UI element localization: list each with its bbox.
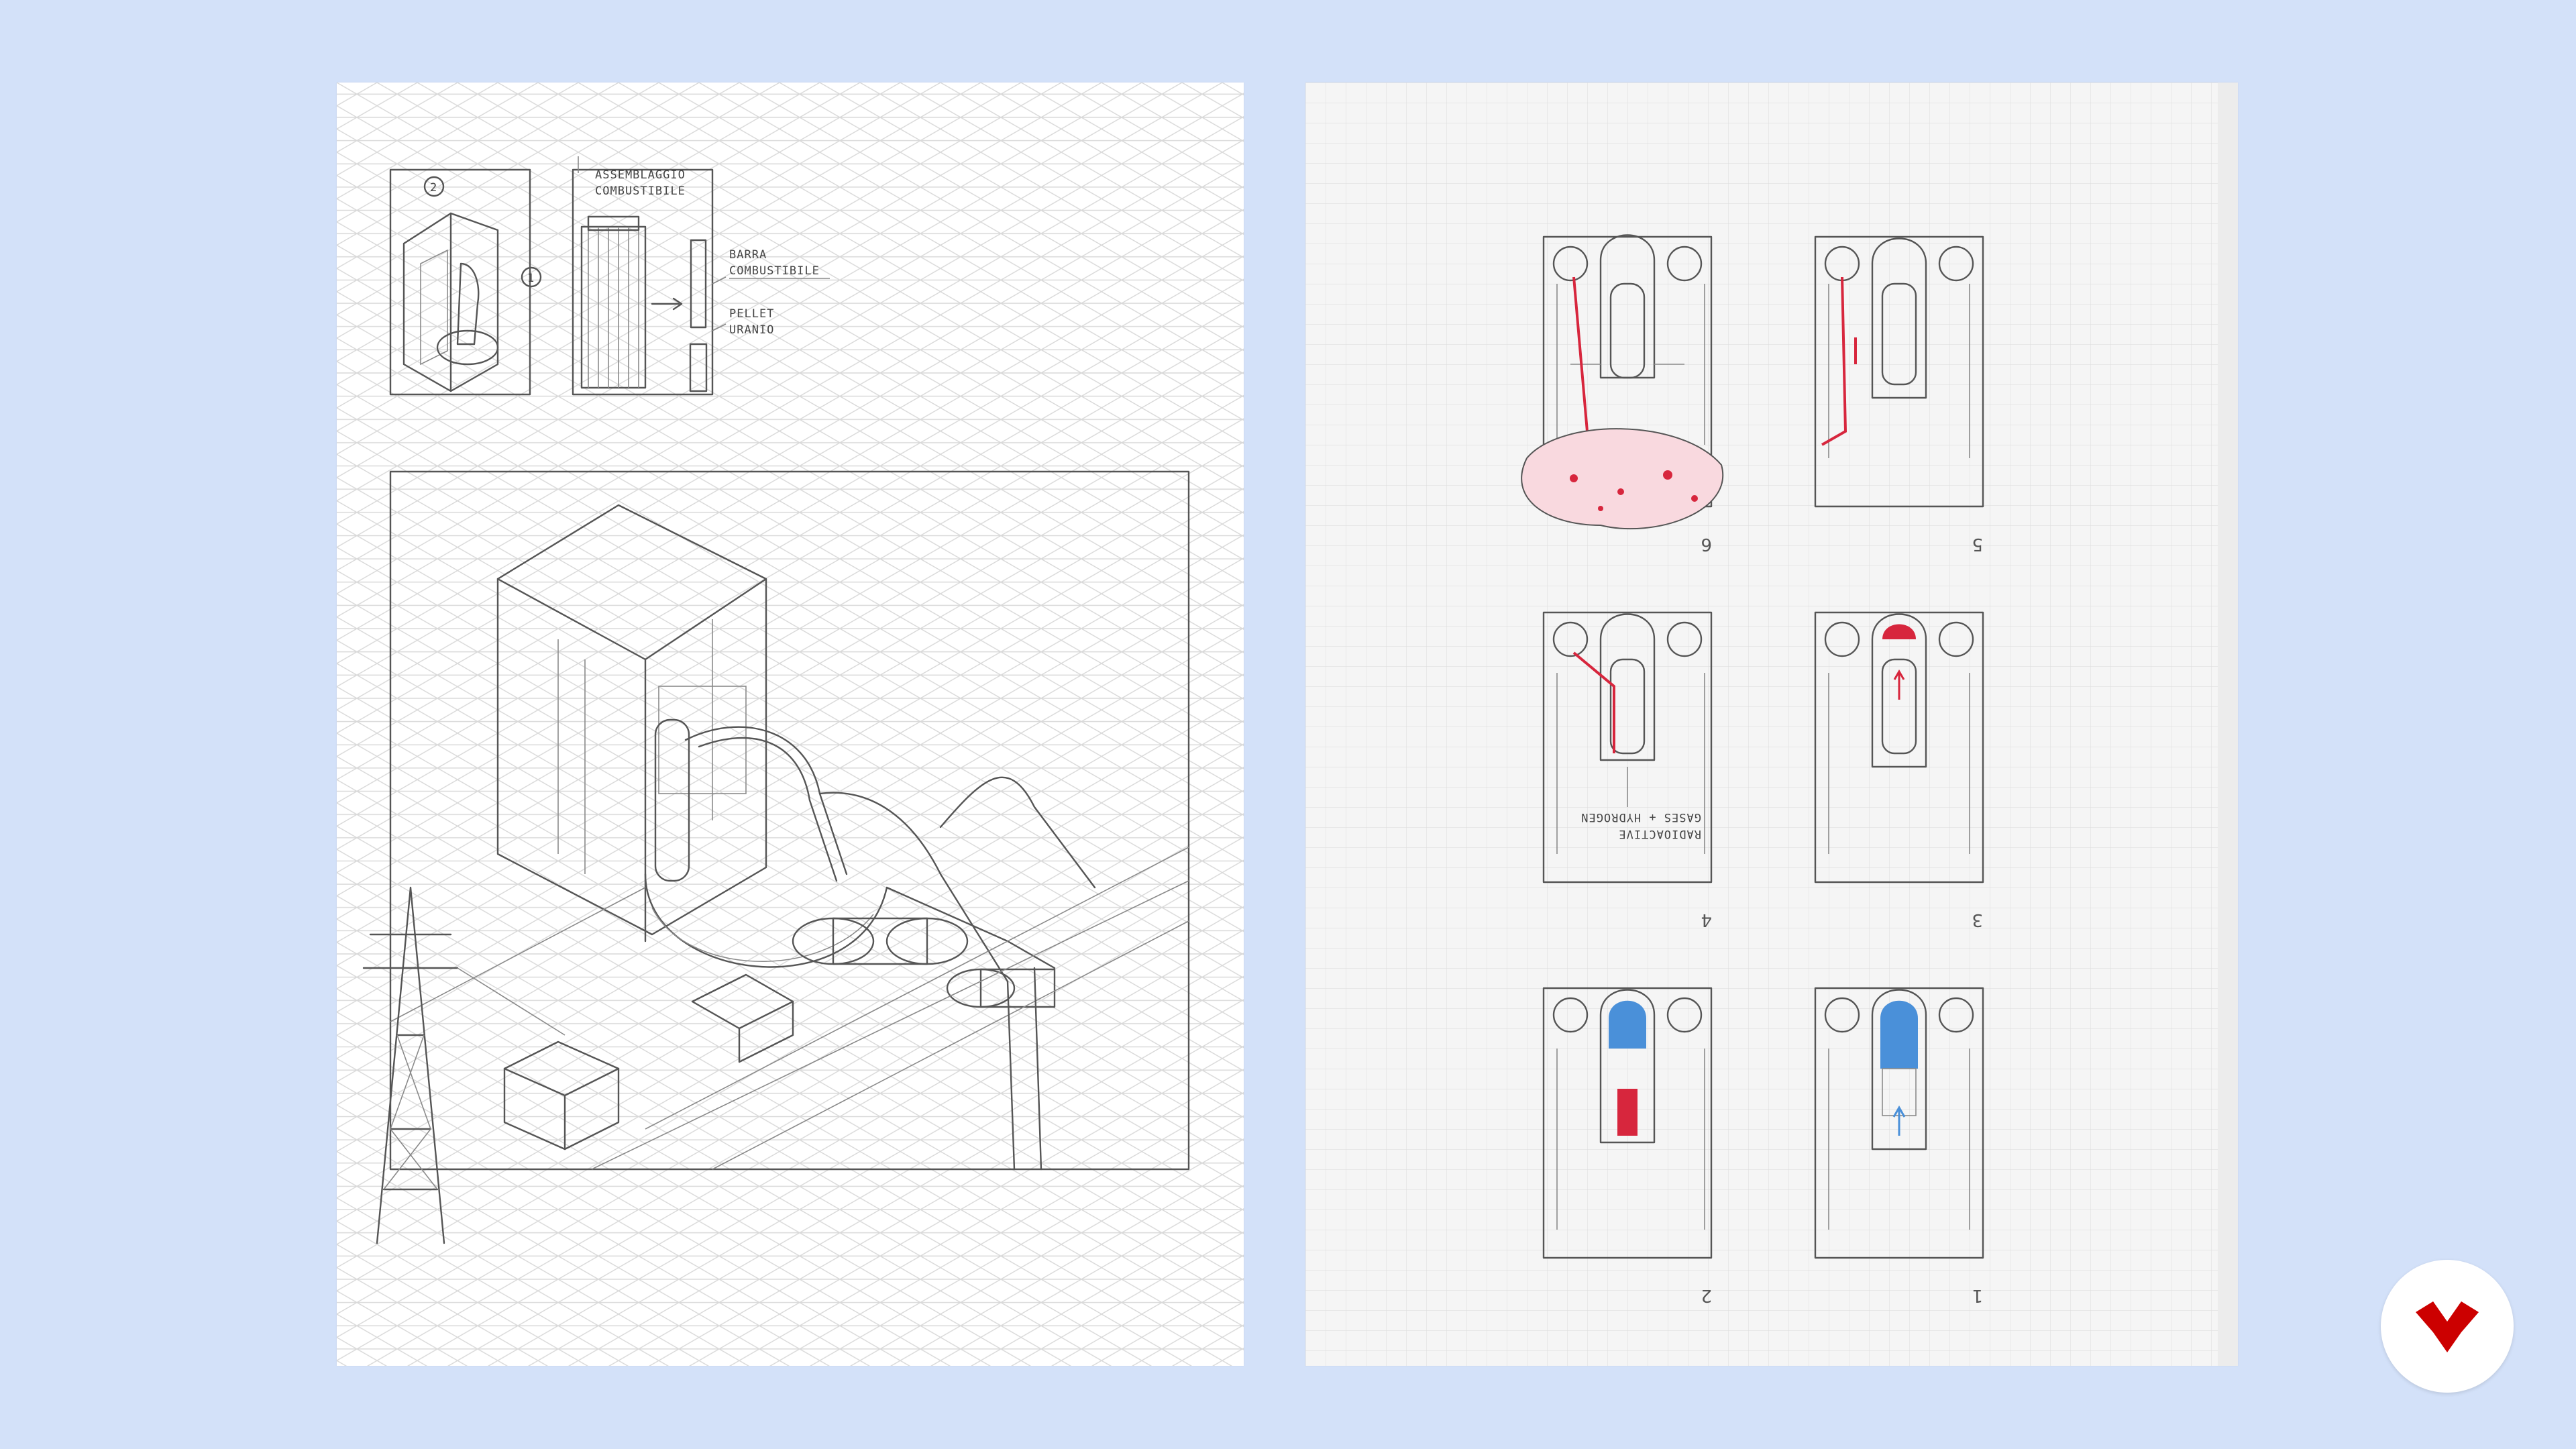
label-pellet-line2: URANIO: [729, 323, 774, 337]
isometric-drawing-sheet: 2 1 ASSEMBLAGGIO COMBUSTIBILE BARRA COMB…: [337, 83, 1244, 1366]
accident-sequence-sheet: 6 5 RADIOACTIVE GASES + HYDROGEN: [1305, 83, 2238, 1366]
panel-6: 6: [1521, 234, 1724, 554]
panel-number-6: 6: [1701, 534, 1712, 554]
brand-logo-badge[interactable]: [2381, 1260, 2514, 1393]
label-assembly-line2: COMBUSTIBILE: [595, 184, 686, 198]
callout-1: 1: [527, 272, 535, 285]
power-plant-illustration: [362, 470, 1190, 1244]
containment-detail-box: 2 1: [389, 168, 542, 396]
label-rod-line2: COMBUSTIBILE: [729, 264, 820, 278]
annotation-line2: GASES + HYDROGEN: [1580, 810, 1701, 824]
panel-number-4: 4: [1701, 910, 1712, 930]
panel-5: 5: [1814, 235, 1984, 554]
panel-number-2: 2: [1701, 1285, 1712, 1305]
accident-sequence-drawing: 6 5 RADIOACTIVE GASES + HYDROGEN: [1305, 83, 2238, 1366]
annotation-line1: RADIOACTIVE: [1618, 827, 1701, 841]
panel-2: 2: [1542, 987, 1713, 1305]
panel-number-3: 3: [1972, 910, 1983, 930]
panel-number-5: 5: [1972, 534, 1983, 554]
square-grid: [1305, 83, 2224, 1366]
panel-4: RADIOACTIVE GASES + HYDROGEN 4: [1542, 611, 1713, 930]
label-assembly-line1: ASSEMBLAGGIO: [595, 168, 686, 182]
panel-1: 1: [1814, 987, 1984, 1305]
red-chevron-logo-icon: [2416, 1301, 2479, 1352]
panel-3: 3: [1814, 611, 1984, 930]
label-rod-line1: BARRA: [729, 248, 767, 262]
panel-number-1: 1: [1972, 1285, 1983, 1305]
label-pellet-line1: PELLET: [729, 307, 774, 321]
isometric-grid: [337, 83, 1244, 1366]
callout-2: 2: [430, 181, 437, 195]
isometric-drawing: 2 1 ASSEMBLAGGIO COMBUSTIBILE BARRA COMB…: [337, 83, 1244, 1366]
fuel-assembly-box: ASSEMBLAGGIO COMBUSTIBILE BARRA COMBUSTI…: [572, 156, 830, 396]
